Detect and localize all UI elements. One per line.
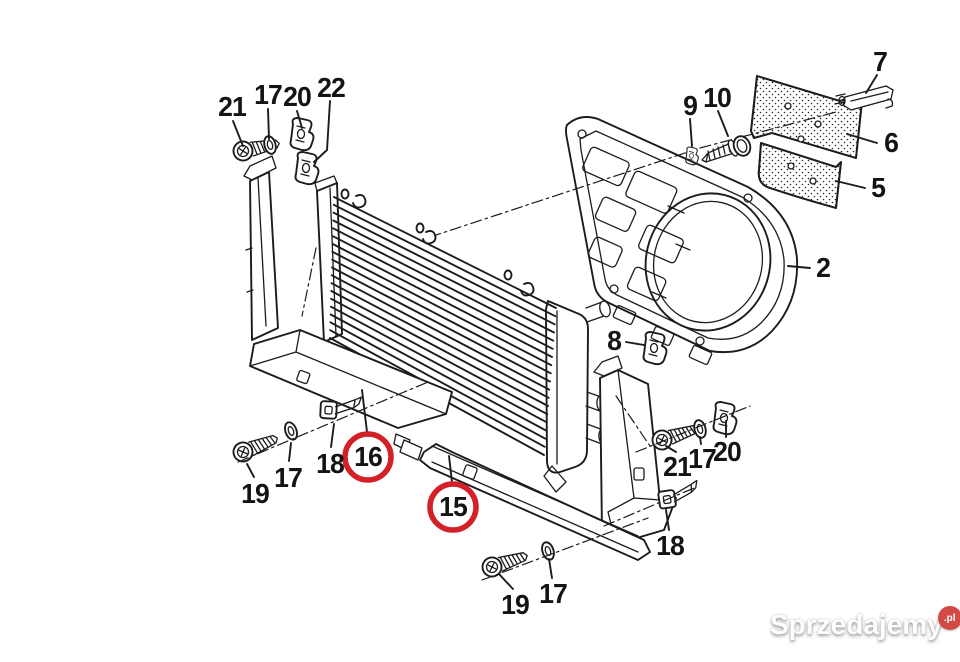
highlight-circle-15: [427, 481, 479, 533]
screw-19-bottom: [479, 545, 532, 580]
callout-leader-lines: [232, 74, 878, 590]
bottom-hardware: [479, 539, 557, 580]
callout-22-upper-left: 22: [317, 72, 346, 103]
foam-pad-5: [757, 142, 842, 209]
bolt-10: [701, 135, 752, 163]
callout-5: 5: [871, 172, 886, 203]
clip-22-upper: [294, 151, 320, 186]
centerline-upper-2: [699, 111, 837, 149]
callout-2: 2: [816, 252, 831, 283]
highlight-circle-16: [342, 431, 394, 483]
callout-10: 10: [703, 82, 732, 113]
callout-18-right: 18: [656, 530, 685, 561]
clip-8: [642, 331, 668, 366]
washer-17-left: [281, 419, 301, 443]
washer-17-bottom: [539, 539, 557, 563]
callout-20-upper-left: 20: [283, 81, 312, 112]
radiator-core-fins: [329, 196, 557, 456]
fan-opening: [644, 192, 772, 332]
callout-19-left: 19: [241, 478, 270, 509]
callout-20-right: 20: [713, 436, 742, 467]
radiator-top-clips: [340, 188, 535, 297]
callout-17-upper-left: 17: [254, 79, 283, 110]
lower-air-guide-15: [393, 433, 651, 561]
callout-16-highlighted: 16: [354, 441, 383, 472]
callout-8: 8: [607, 325, 622, 356]
callout-17-bottom: 17: [539, 578, 568, 609]
callout-6: 6: [884, 127, 899, 158]
radiator-left-tank: [314, 175, 343, 343]
callout-15-highlighted: 15: [439, 491, 468, 522]
callout-9: 9: [683, 90, 698, 121]
clip-20-upper: [289, 117, 315, 152]
callout-21-right: 21: [663, 451, 692, 482]
watermark-pl-badge: .pl: [937, 606, 960, 630]
left-side-baffle: [243, 155, 279, 341]
fan-shroud: [565, 116, 799, 366]
clip-20-right: [712, 401, 738, 436]
callout-17-right: 17: [688, 443, 717, 474]
bracket-7: [834, 85, 894, 111]
callout-21-upper-left: 21: [218, 91, 247, 122]
callout-7: 7: [873, 46, 888, 77]
assembly-centerlines: [237, 247, 751, 581]
lower-left-air-guide: [249, 329, 453, 429]
watermark-badge-text: .pl: [943, 612, 956, 624]
centerline-upper: [429, 151, 689, 238]
callout-19-bottom: 19: [501, 589, 530, 620]
watermark-text: Sprzedajemy: [770, 609, 943, 640]
callout-17-left: 17: [274, 462, 303, 493]
watermark: Sprzedajemy .pl: [770, 606, 960, 642]
callout-18-left: 18: [316, 448, 345, 479]
foam-pad-6: [750, 75, 863, 159]
